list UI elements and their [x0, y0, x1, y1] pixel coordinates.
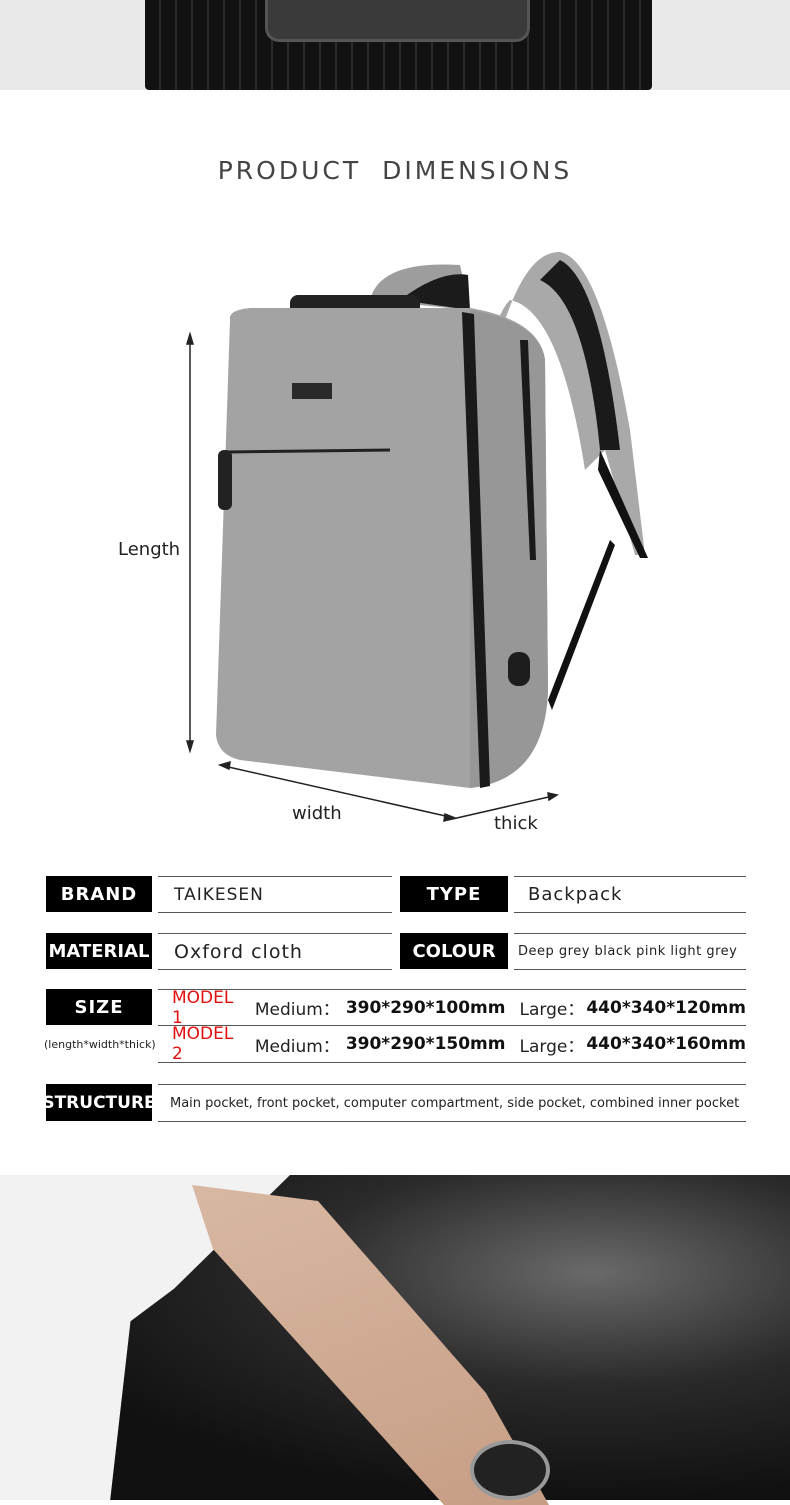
model-1-medium: 390*290*100mm — [345, 997, 506, 1018]
colour-value: Deep grey black pink light grey — [514, 933, 746, 970]
type-value: Backpack — [514, 876, 746, 913]
model-2-large-label: Large： — [519, 1036, 585, 1057]
width-label: width — [292, 803, 342, 824]
model-2-name: MODEL 2 — [172, 1024, 234, 1064]
structure-value: Main pocket, front pocket, computer comp… — [158, 1084, 746, 1122]
model-2-row: MODEL 2 Medium： 390*290*150mm Large： 440… — [158, 1024, 746, 1064]
size-label: SIZE — [46, 989, 152, 1025]
section-title: PRODUCT DIMENSIONS — [217, 156, 573, 185]
model-1-large: 440*340*120mm — [586, 997, 746, 1018]
backpack-image — [216, 251, 648, 788]
brand-value: TAIKESEN — [158, 876, 392, 913]
brand-label: BRAND — [46, 876, 152, 912]
model-2-medium: 390*290*150mm — [345, 1034, 506, 1054]
thick-arrow — [447, 795, 554, 821]
model-1-large-label: Large： — [519, 1000, 585, 1020]
colour-label: COLOUR — [400, 933, 508, 969]
backpack-dimension-diagram — [185, 251, 648, 823]
width-arrow — [223, 765, 451, 818]
length-label: Length — [118, 539, 181, 560]
material-label: MATERIAL — [46, 933, 152, 969]
model-1-medium-label: Medium： — [254, 1000, 340, 1020]
model-1-row: MODEL 1 Medium： 390*290*100mm Large： 440… — [158, 987, 746, 1028]
model-2-large: 440*340*160mm — [586, 1034, 746, 1054]
structure-label: STRUCTURE — [42, 1084, 156, 1121]
material-value: Oxford cloth — [158, 933, 392, 970]
type-label: TYPE — [400, 876, 508, 912]
model-2-medium-label: Medium： — [254, 1036, 340, 1057]
thick-label: thick — [494, 813, 538, 834]
size-note: (length*width*thick) — [44, 1038, 156, 1051]
size-table: MODEL 1 Medium： 390*290*100mm Large： 440… — [158, 987, 746, 1064]
wristwatch — [470, 1440, 550, 1500]
model-1-name: MODEL 1 — [172, 987, 234, 1028]
suitcase-handle — [265, 0, 530, 42]
